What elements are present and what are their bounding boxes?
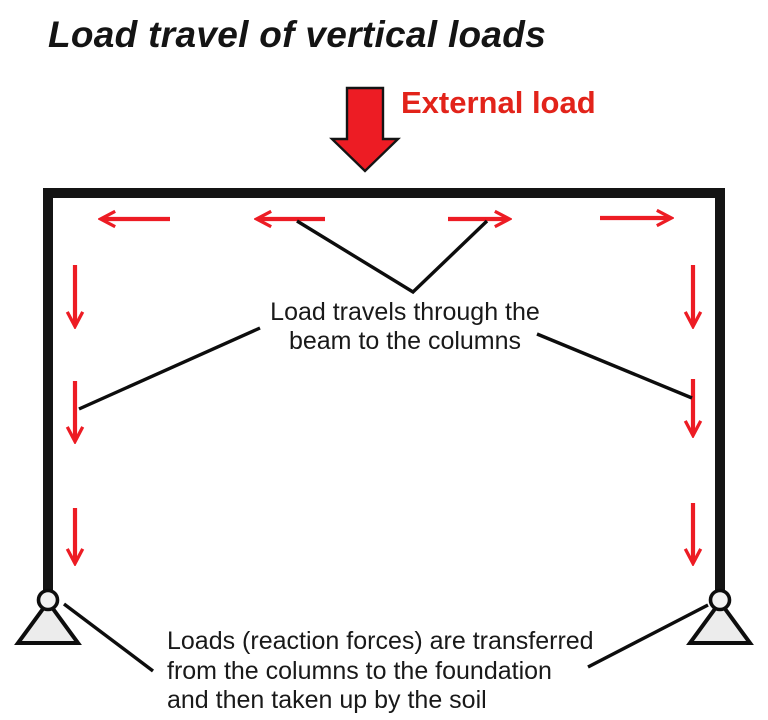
beam-note-left-pointer (78, 326, 261, 411)
annotation-pointer-lines (62, 219, 709, 673)
beam-note-right-pointer (536, 332, 693, 400)
left-pinned-support-icon (14, 588, 82, 645)
right-support-triangle (686, 598, 754, 645)
beam-note: Load travels through the beam to the col… (270, 298, 540, 356)
left-support-triangle (14, 598, 82, 645)
foundation-note-line: Loads (reaction forces) are transferred (167, 627, 594, 655)
foundation-note-right-pointer (587, 603, 709, 669)
beam-note-v-pointer (296, 219, 489, 295)
left-support-pin (36, 588, 60, 612)
page-title: Load travel of vertical loads (48, 14, 547, 55)
right-support-pin (708, 588, 732, 612)
foundation-note-line: from the columns to the foundation (167, 656, 552, 685)
beam-note-line: Load travels through the (270, 298, 540, 326)
portal-frame-outline (43, 188, 725, 594)
external-load-label: External load (401, 85, 596, 120)
foundation-note-left-pointer (62, 602, 155, 673)
beam-note-line: beam to the columns (288, 327, 522, 355)
beam-load-arrows (103, 218, 669, 219)
foundation-note-line: and then taken up by the soil (167, 686, 487, 714)
foundation-note: Loads (reaction forces) are transferred … (167, 627, 594, 716)
right-pinned-support-icon (686, 588, 754, 645)
external-load-arrow-icon (329, 86, 401, 173)
